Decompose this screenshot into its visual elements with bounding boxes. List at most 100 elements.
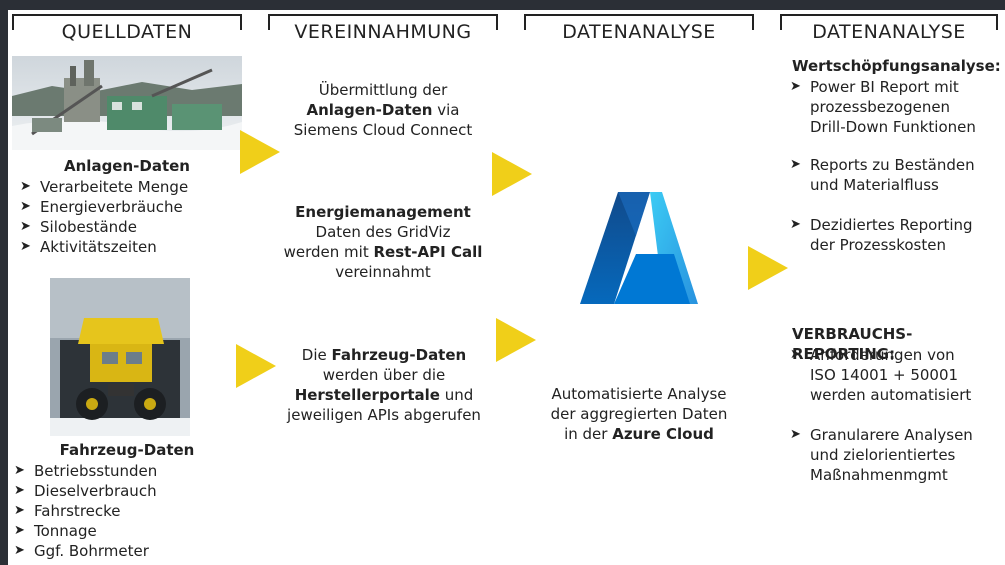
bullet-arrow-icon: ➤ (20, 239, 31, 254)
header-quelldaten-label: QUELLDATEN (61, 21, 193, 43)
text-line: in der Azure Cloud (524, 424, 754, 444)
text-line: und Materialfluss (810, 176, 939, 194)
list-item: ➤ Energieverbräuche (14, 197, 244, 217)
list-item: ➤ Dieselverbrauch (8, 481, 238, 501)
list-item-label: Aktivitätszeiten (40, 238, 157, 256)
list-item: ➤ Reports zu Beständen und Materialfluss (784, 155, 1002, 195)
text-fragment: via (432, 101, 460, 119)
text-line: der Prozesskosten (810, 236, 946, 254)
fahrzeug-list: ➤ Betriebsstunden ➤ Dieselverbrauch ➤ Fahrs… (8, 461, 238, 561)
text-line: der aggregierten Daten (550, 405, 728, 423)
anlagen-title: Anlagen-Daten (64, 157, 190, 175)
bullet-arrow-icon: ➤ (14, 543, 25, 558)
text-line: ISO 14001 + 50001 (810, 366, 959, 384)
text-line: Anforderungen von (810, 346, 955, 364)
text-line: Siemens Cloud Connect (293, 121, 473, 139)
vereinnahmung-anlagen: Übermittlung der Anlagen-Daten via Sieme… (268, 80, 498, 140)
header-datenanalyse-1-label: DATENANALYSE (562, 21, 716, 43)
window-edge-left (0, 0, 8, 565)
text-line: Energiemanagement (295, 203, 471, 221)
flow-arrow-icon (748, 246, 788, 290)
text-fragment: und (440, 386, 474, 404)
truck-photo (50, 278, 190, 436)
anlagen-list: ➤ Verarbeitete Menge ➤ Energieverbräuche ➤… (14, 177, 244, 257)
verb-title: VERBRAUCHS-REPORTING: (792, 325, 913, 363)
list-item-label: Betriebsstunden (34, 462, 158, 480)
vereinnahmung-fahrzeug: Die Fahrzeug-Daten werden über die Herst… (264, 345, 504, 425)
text-line: prozessbezogenen (810, 98, 951, 116)
text-fragment: in der (564, 425, 613, 443)
list-item-label: Ggf. Bohrmeter (34, 542, 149, 560)
bullet-arrow-icon: ➤ (20, 219, 31, 234)
window-edge-top (0, 0, 1005, 10)
text-emphasis: Anlagen-Daten (306, 101, 433, 119)
text-line: Maßnahmenmgmt (810, 466, 948, 484)
list-item: ➤ Power BI Report mit prozessbezogenen D… (784, 77, 1002, 137)
azure-logo-icon (578, 190, 700, 308)
list-item-label: Fahrstrecke (34, 502, 121, 520)
text-line: werden mit Rest-API Call (268, 242, 498, 262)
bullet-arrow-icon: ➤ (790, 347, 801, 362)
text-fragment: werden mit (283, 243, 374, 261)
text-emphasis: Herstellerportale (294, 386, 440, 404)
flow-arrow-icon (240, 130, 280, 174)
analyse-text: Automatisierte Analyse der aggregierten … (524, 384, 754, 444)
text-line: Herstellerportale und (264, 385, 504, 405)
list-item-label: Tonnage (34, 522, 97, 540)
plant-photo (12, 56, 242, 150)
list-item-label: Energieverbräuche (40, 198, 183, 216)
list-item: ➤ Fahrstrecke (8, 501, 238, 521)
list-item-label: Silobestände (40, 218, 137, 236)
bullet-arrow-icon: ➤ (20, 179, 31, 194)
bullet-arrow-icon: ➤ (14, 503, 25, 518)
list-item: ➤ Granularere Analysen und zielorientier… (784, 425, 1002, 485)
bullet-arrow-icon: ➤ (14, 463, 25, 478)
bullet-arrow-icon: ➤ (790, 427, 801, 442)
bullet-arrow-icon: ➤ (790, 217, 801, 232)
header-vereinnahmung-label: VEREINNAHMUNG (294, 21, 472, 43)
text-emphasis: Rest-API Call (373, 243, 483, 261)
flow-arrow-icon (236, 344, 276, 388)
header-quelldaten: QUELLDATEN (12, 14, 242, 44)
text-line: Anlagen-Daten via (268, 100, 498, 120)
fahrzeug-title: Fahrzeug-Daten (59, 441, 195, 459)
text-line: jeweiligen APIs abgerufen (287, 406, 481, 424)
flow-arrow-icon (496, 318, 536, 362)
text-line: Automatisierte Analyse (551, 385, 727, 403)
text-emphasis: Fahrzeug-Daten (331, 346, 467, 364)
text-emphasis: Azure Cloud (612, 425, 714, 443)
text-line: Drill-Down Funktionen (810, 118, 976, 136)
list-item: ➤Tonnage (8, 521, 238, 541)
list-item: ➤ Dezidiertes Reporting der Prozesskoste… (784, 215, 1002, 255)
list-item: ➤ Verarbeitete Menge (14, 177, 244, 197)
text-line: Die Fahrzeug-Daten (264, 345, 504, 365)
vereinnahmung-energie: Energiemanagement Daten des GridViz werd… (268, 202, 498, 282)
header-datenanalyse-2-label: DATENANALYSE (812, 21, 966, 43)
header-datenanalyse-1: DATENANALYSE (524, 14, 754, 44)
text-line: Power BI Report mit (810, 78, 959, 96)
list-item: ➤ Aktivitätszeiten (14, 237, 244, 257)
list-item-label: Dieselverbrauch (34, 482, 157, 500)
text-line: werden automatisiert (810, 386, 972, 404)
text-fragment: Die (301, 346, 332, 364)
text-line: vereinnahmt (335, 263, 431, 281)
text-line: Granularere Analysen (810, 426, 973, 444)
header-datenanalyse-2: DATENANALYSE (780, 14, 998, 44)
verb-list: ➤ Anforderungen von ISO 14001 + 50001 we… (784, 345, 1002, 485)
bullet-arrow-icon: ➤ (20, 199, 31, 214)
list-item: ➤ Ggf. Bohrmeter (8, 541, 238, 561)
header-vereinnahmung: VEREINNAHMUNG (268, 14, 498, 44)
list-item-label: Verarbeitete Menge (40, 178, 189, 196)
bullet-arrow-icon: ➤ (790, 79, 801, 94)
bullet-arrow-icon: ➤ (14, 483, 25, 498)
list-item: ➤ Betriebsstunden (8, 461, 238, 481)
flow-arrow-icon (492, 152, 532, 196)
bullet-arrow-icon: ➤ (790, 157, 801, 172)
text-line: werden über die (322, 366, 446, 384)
list-item: ➤ Anforderungen von ISO 14001 + 50001 we… (784, 345, 1002, 405)
text-line: Daten des GridViz (315, 223, 451, 241)
text-line: und zielorientiertes (810, 446, 956, 464)
text-line: Übermittlung der (318, 81, 448, 99)
text-line: Dezidiertes Reporting (810, 216, 973, 234)
